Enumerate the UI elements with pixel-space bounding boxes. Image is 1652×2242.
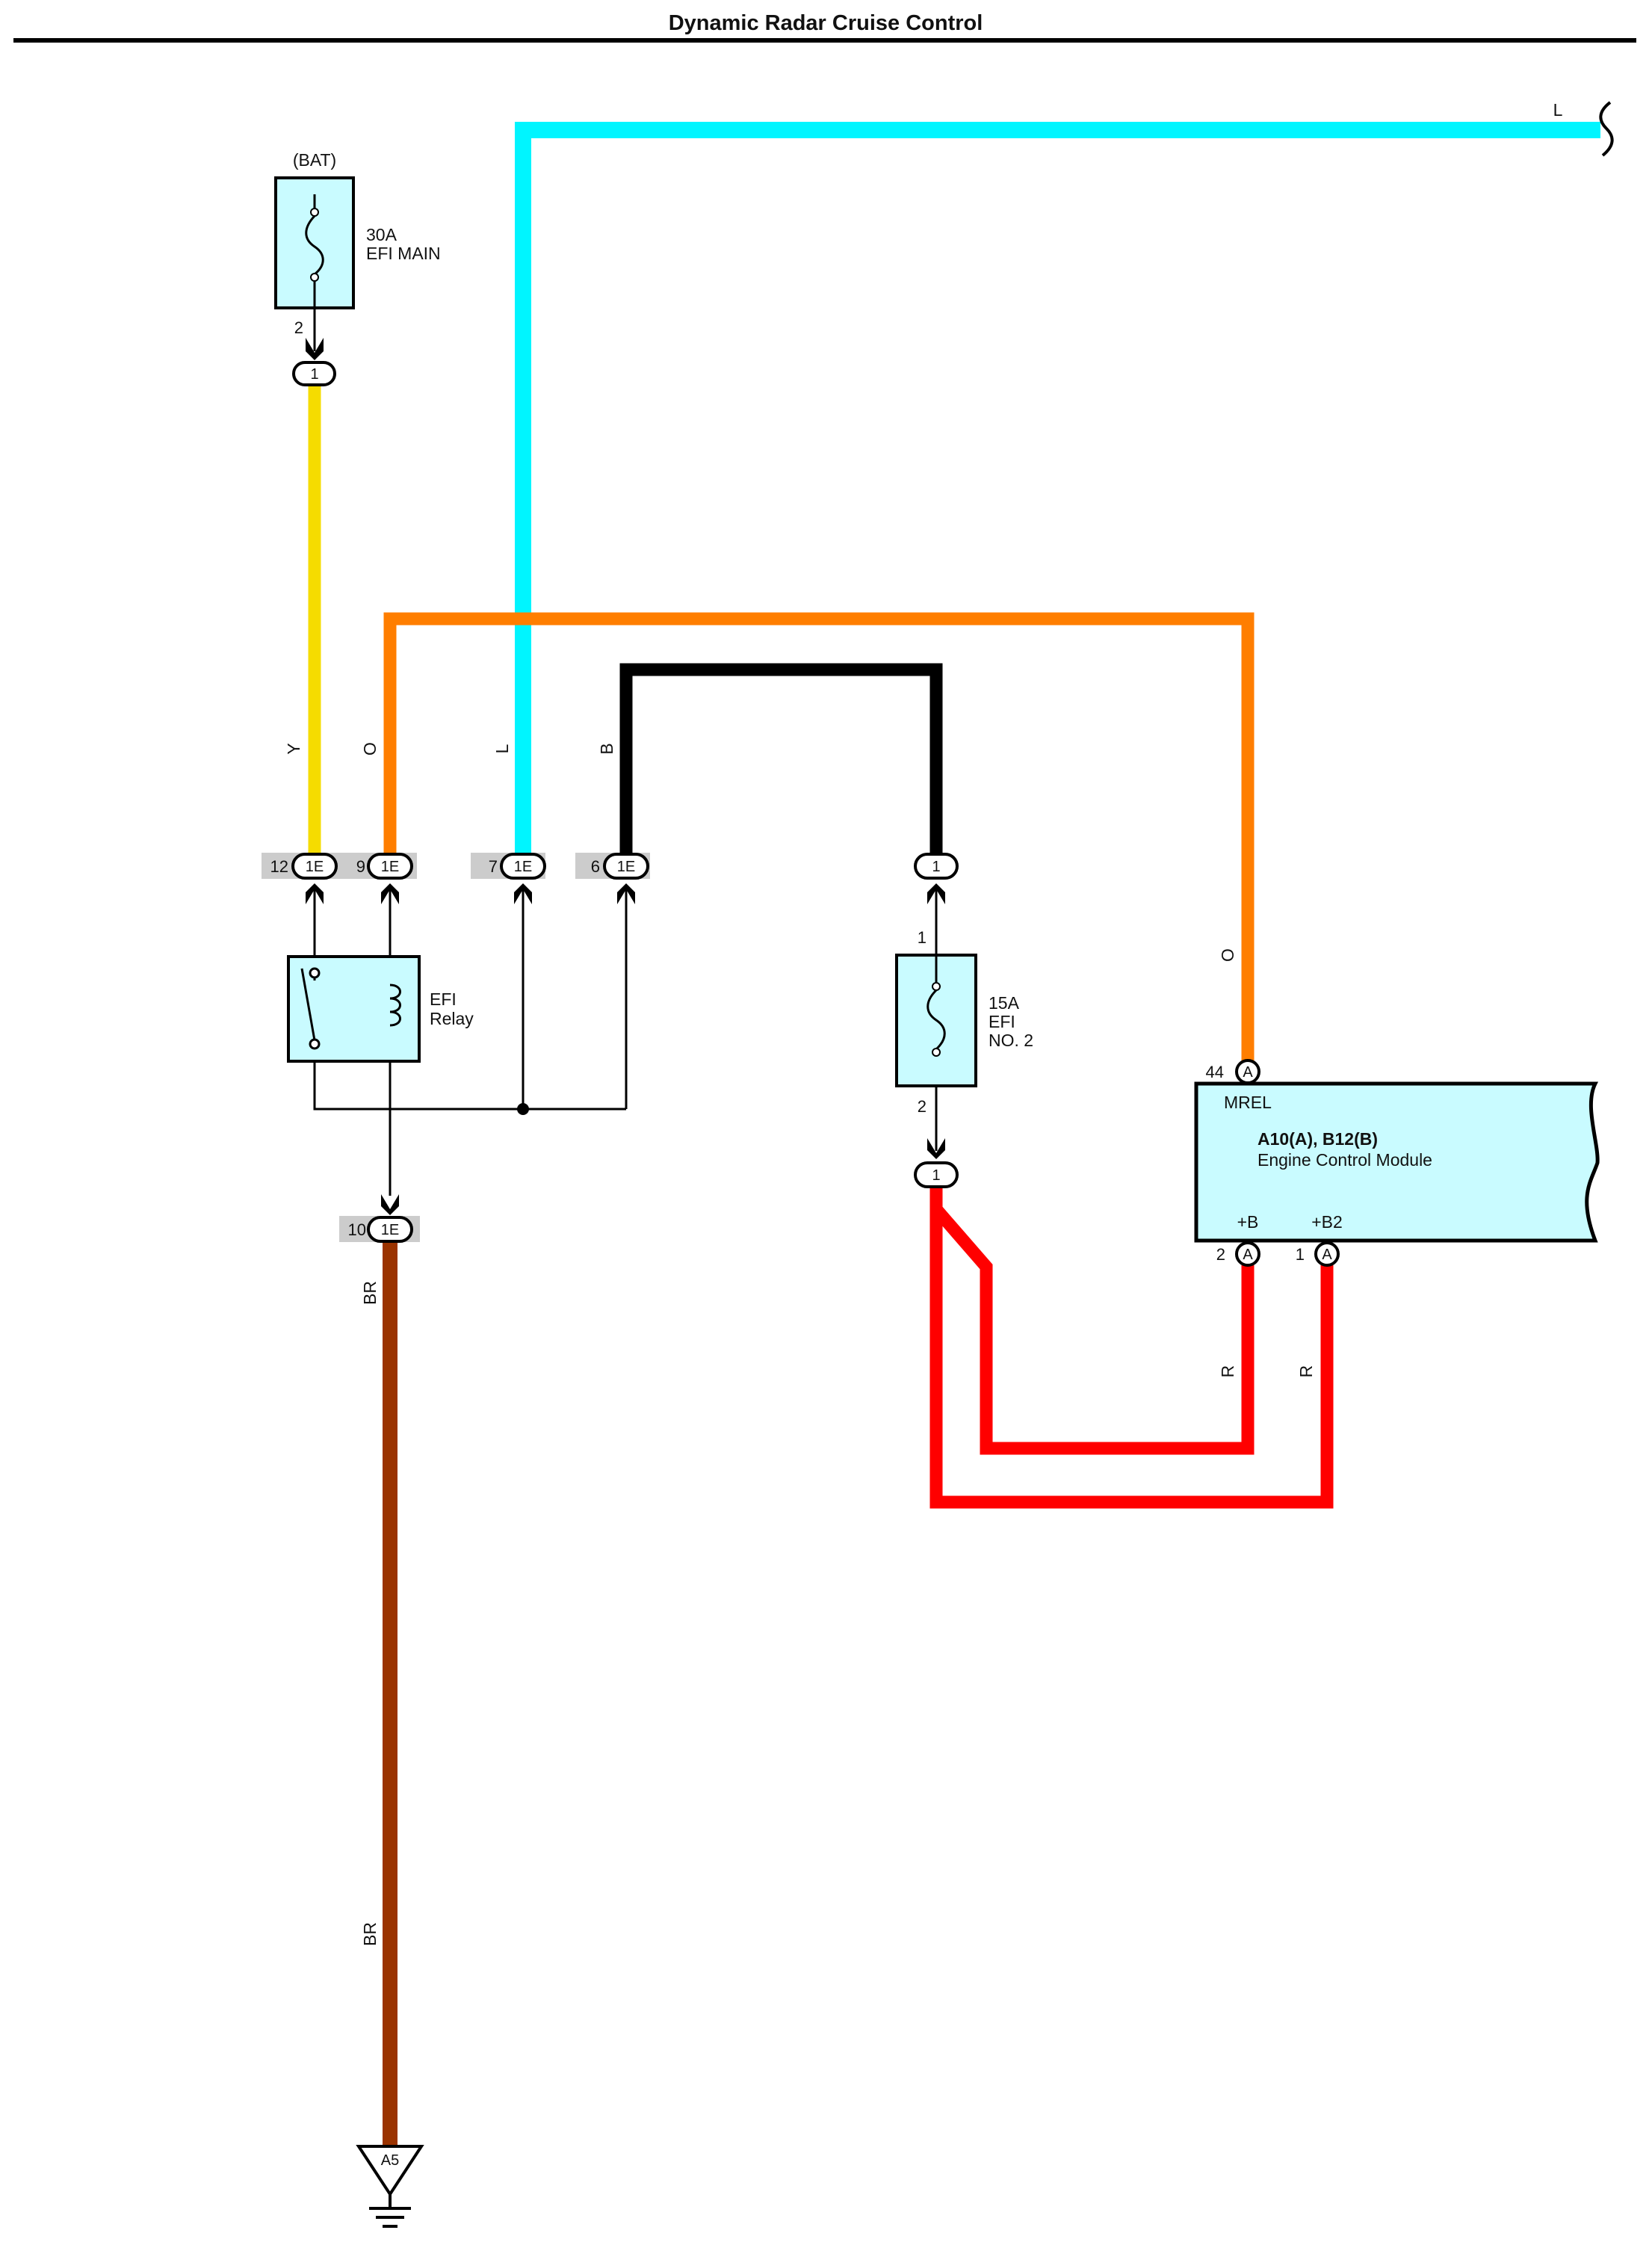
wire-label-o-left: O [360,742,380,756]
continuation-break-icon [1599,101,1614,157]
wire-l [515,122,1600,856]
pin-number: 1 [1296,1245,1305,1264]
connector-plug: 1 [292,361,336,386]
ecm-terminal-conn: A [1322,1247,1332,1263]
connector-plug-label: 1 [932,1167,940,1184]
fuse-efi2-pin-top: 1 [918,928,926,947]
diagram-title: Dynamic Radar Cruise Control [669,11,983,35]
terminal-arrow-icon [514,883,532,904]
pin-number: 2 [1216,1245,1225,1264]
wire-o [383,612,1255,1061]
fuse-efi-no2: 1 1 15A EFI NO. 2 2 1 [895,853,1033,1188]
ecm-terminal-conn: A [1243,1247,1253,1263]
connector-plug: 1E [603,853,649,880]
connector-name: 1E [514,859,532,875]
terminal-arrow-icon [927,1138,945,1159]
wire-label-br-upper: BR [360,1281,380,1305]
connector-plug: 1E [500,853,546,880]
terminal-arrow-icon [927,883,945,904]
wire-label-b: B [597,743,616,754]
terminal-arrow-icon [306,883,324,904]
pin-number: 12 [270,857,288,876]
terminal-arrow-icon [381,883,399,904]
ecm-name: Engine Control Module [1257,1150,1432,1170]
fuse-efi2-name2: NO. 2 [989,1031,1033,1050]
wire-label-l: L [492,744,512,753]
wire-label-br-lower: BR [360,1922,380,1946]
wire-label-y: Y [284,743,303,754]
ecm-terminal-label-mrel: MREL [1224,1093,1272,1112]
connector-plug: 1E [367,1216,413,1243]
fuse-main-rating: 30A [366,225,397,244]
fuse-main-pin: 2 [294,318,303,337]
fuse-icon [926,955,946,1057]
relay-name-line2: Relay [430,1009,474,1028]
connector-plug-label: 1 [932,859,940,875]
terminal-arrow-icon [381,1194,399,1215]
pin-number: 9 [356,857,365,876]
fuse-efi2-name1: EFI [989,1012,1015,1031]
fuse-efi2-rating: 15A [989,993,1020,1013]
ecm-terminal-label-plus-b2: +B2 [1311,1212,1343,1232]
ground-triangle [356,2145,424,2197]
junction-connector-1e-top: 12 9 7 6 1E 1E 1E 1E [262,853,650,904]
wire-label-r-right: R [1296,1365,1316,1378]
ecm-codes: A10(A), B12(B) [1257,1129,1378,1149]
engine-control-module: MREL A10(A), B12(B) Engine Control Modul… [1194,1059,1600,1267]
fuse-efi2-pin-bottom: 2 [918,1097,926,1116]
ecm-terminal-1: 1 A [1296,1241,1340,1267]
connector-plug: 1 [914,853,959,880]
pin-number: 44 [1206,1063,1224,1081]
fuse-main-header: (BAT) [293,150,336,170]
relay-name-line1: EFI [430,989,457,1009]
terminal-arrow-icon [306,338,324,360]
ecm-terminal-44: 44 A [1206,1059,1260,1084]
wire-b [619,663,943,856]
connector-plug-label: 1 [310,366,318,383]
ecm-terminal-label-plus-b: +B [1237,1212,1259,1232]
fuse-main-name: EFI MAIN [366,244,441,263]
ecm-box [1194,1081,1600,1243]
wire-label-o-right: O [1218,948,1237,962]
relay-switch-coil-icon [300,967,401,1050]
ground-label: A5 [381,2152,399,2169]
connector-name: 1E [381,859,399,875]
pin-number: 7 [489,857,498,876]
connector-name: 1E [617,859,635,875]
pin-number: 10 [348,1220,366,1239]
fuse-icon [305,194,324,351]
junction-connector-1e-bottom: 10 1E [339,1194,420,1243]
ecm-terminal-2: 2 A [1216,1241,1260,1267]
connector-name: 1E [381,1222,399,1238]
connector-name: 1E [306,859,324,875]
connector-plug: 1E [291,853,338,880]
terminal-arrow-icon [617,883,635,904]
efi-relay: EFI Relay [287,955,474,1063]
connector-plug: 1 [914,1161,959,1188]
ground-icon [369,2194,411,2228]
wire-label-r-left: R [1218,1365,1237,1378]
splice-dot [517,1103,529,1115]
fuse-efi-main: (BAT) 30A EFI MAIN 2 1 [274,150,441,386]
pin-number: 6 [591,857,600,876]
ecm-terminal-conn: A [1243,1064,1253,1081]
wire-r-to-plus-b2 [929,1196,1334,1509]
wire-label-l-top: L [1553,100,1563,120]
ground-a5: A5 [356,2145,424,2228]
connector-plug: 1E [367,853,413,880]
